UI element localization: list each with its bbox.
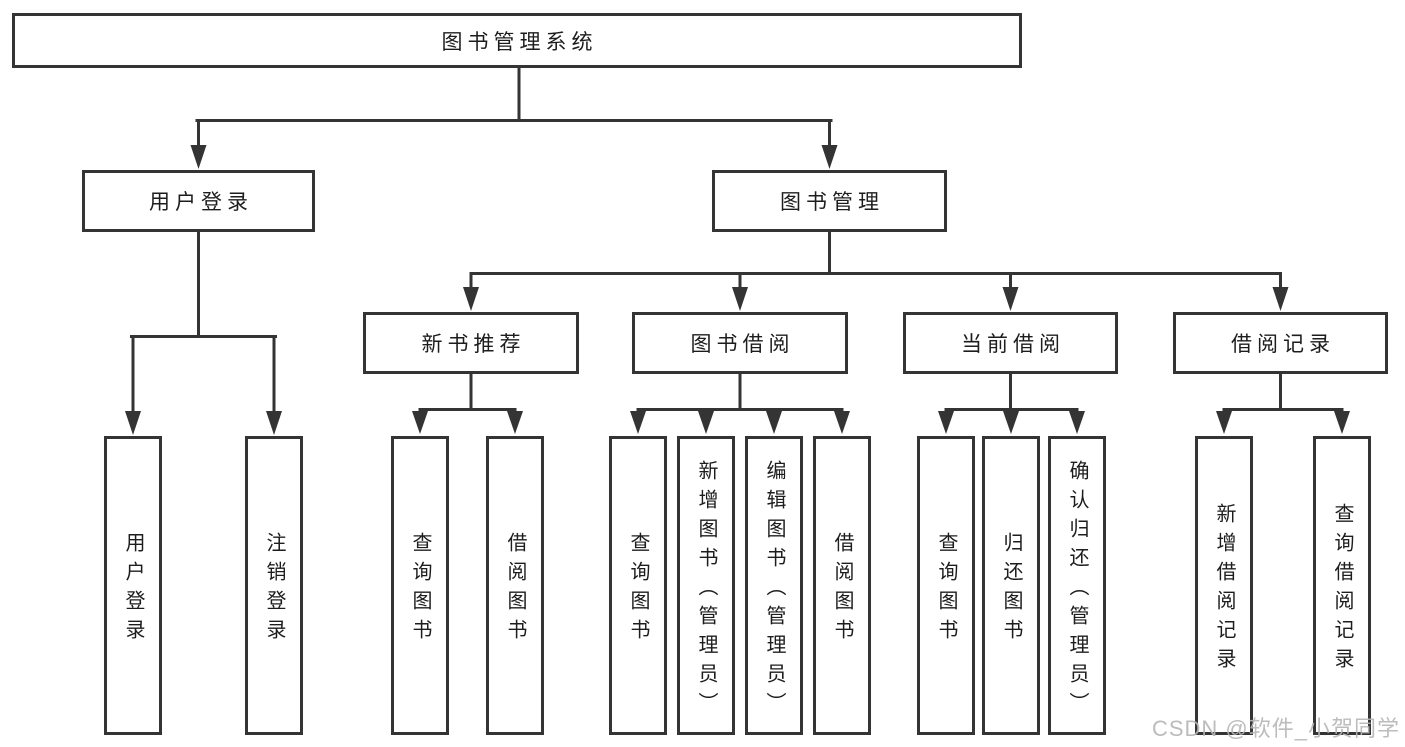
arrow-down-icon xyxy=(938,411,954,434)
arrow-down-icon xyxy=(732,287,748,311)
node-label: 图书管理系统 xyxy=(441,30,598,54)
connector-bookborrow-subtree xyxy=(636,372,844,411)
node-label: 新增图书（管理员） xyxy=(695,459,717,721)
arrow-down-icon xyxy=(507,411,523,434)
arrow-down-icon xyxy=(125,411,141,435)
node-label: 新书推荐 xyxy=(421,333,526,356)
arrow-down-icon xyxy=(1003,411,1019,434)
node-label: 用户登录 xyxy=(149,191,253,214)
arrow-down-icon xyxy=(630,411,646,434)
connector-newbook-subtree xyxy=(418,372,517,411)
arrow-down-icon xyxy=(834,411,850,434)
leaf-borrow-book-recommend: 借阅图书 xyxy=(486,436,544,735)
node-label: 查询借阅记录 xyxy=(1331,503,1353,677)
arrow-down-icon xyxy=(1334,411,1350,434)
node-label: 注销登录 xyxy=(263,532,285,648)
connector-root-to-level2 xyxy=(195,66,833,148)
node-label: 查询图书 xyxy=(409,532,431,648)
node-label: 确认归还（管理员） xyxy=(1066,459,1088,721)
node-label: 借阅图书 xyxy=(831,532,853,648)
leaf-logout: 注销登录 xyxy=(245,436,303,735)
leaf-user-login: 用户登录 xyxy=(104,436,162,735)
leaf-add-book-admin: 新增图书（管理员） xyxy=(677,436,735,735)
node-label: 用户登录 xyxy=(122,532,144,648)
node-book-management: 图书管理 xyxy=(712,170,947,232)
leaf-confirm-return-admin: 确认归还（管理员） xyxy=(1048,436,1106,735)
node-label: 当前借阅 xyxy=(961,333,1065,356)
arrow-down-icon xyxy=(821,145,838,169)
node-label: 查询图书 xyxy=(935,532,957,648)
arrow-down-icon xyxy=(1216,411,1232,434)
leaf-query-borrow-record: 查询借阅记录 xyxy=(1313,436,1371,735)
node-label: 归还图书 xyxy=(1000,532,1022,648)
node-label: 编辑图书（管理员） xyxy=(763,459,785,721)
leaf-add-borrow-record: 新增借阅记录 xyxy=(1195,436,1253,735)
arrow-down-icon xyxy=(1069,411,1085,434)
node-label: 图书借阅 xyxy=(690,333,795,356)
leaf-borrow-book: 借阅图书 xyxy=(813,436,871,735)
connector-userlogin-subtree xyxy=(130,230,277,414)
arrow-down-icon xyxy=(1002,287,1019,311)
csdn-watermark: CSDN @软件_小贺同学 xyxy=(1151,716,1400,741)
arrow-down-icon xyxy=(766,411,782,434)
leaf-query-book-current: 查询图书 xyxy=(917,436,975,735)
node-label: 查询图书 xyxy=(627,532,649,648)
node-label: 新增借阅记录 xyxy=(1213,503,1235,677)
connector-bookmgmt-to-level3 xyxy=(469,230,1282,290)
connector-borrowrecords-subtree xyxy=(1222,372,1344,411)
arrow-down-icon xyxy=(698,411,714,434)
arrow-down-icon xyxy=(266,411,282,435)
node-current-borrow: 当前借阅 xyxy=(903,312,1118,374)
leaf-return-book: 归还图书 xyxy=(982,436,1040,735)
node-label: 借阅图书 xyxy=(504,532,526,648)
node-label: 图书管理 xyxy=(780,191,884,214)
node-label: 借阅记录 xyxy=(1231,333,1335,356)
node-new-book-recommend: 新书推荐 xyxy=(363,312,579,374)
arrow-down-icon xyxy=(190,145,207,169)
arrow-down-icon xyxy=(1272,287,1289,311)
node-book-borrow: 图书借阅 xyxy=(632,312,848,374)
node-borrow-records: 借阅记录 xyxy=(1173,312,1388,374)
connector-currentborrow-subtree xyxy=(944,372,1079,411)
arrow-down-icon xyxy=(463,287,479,311)
leaf-query-book-recommend: 查询图书 xyxy=(391,436,449,735)
node-root: 图书管理系统 xyxy=(12,13,1022,68)
arrow-down-icon xyxy=(412,411,428,434)
leaf-query-book-borrow: 查询图书 xyxy=(609,436,667,735)
leaf-edit-book-admin: 编辑图书（管理员） xyxy=(745,436,803,735)
node-user-login: 用户登录 xyxy=(82,170,315,232)
